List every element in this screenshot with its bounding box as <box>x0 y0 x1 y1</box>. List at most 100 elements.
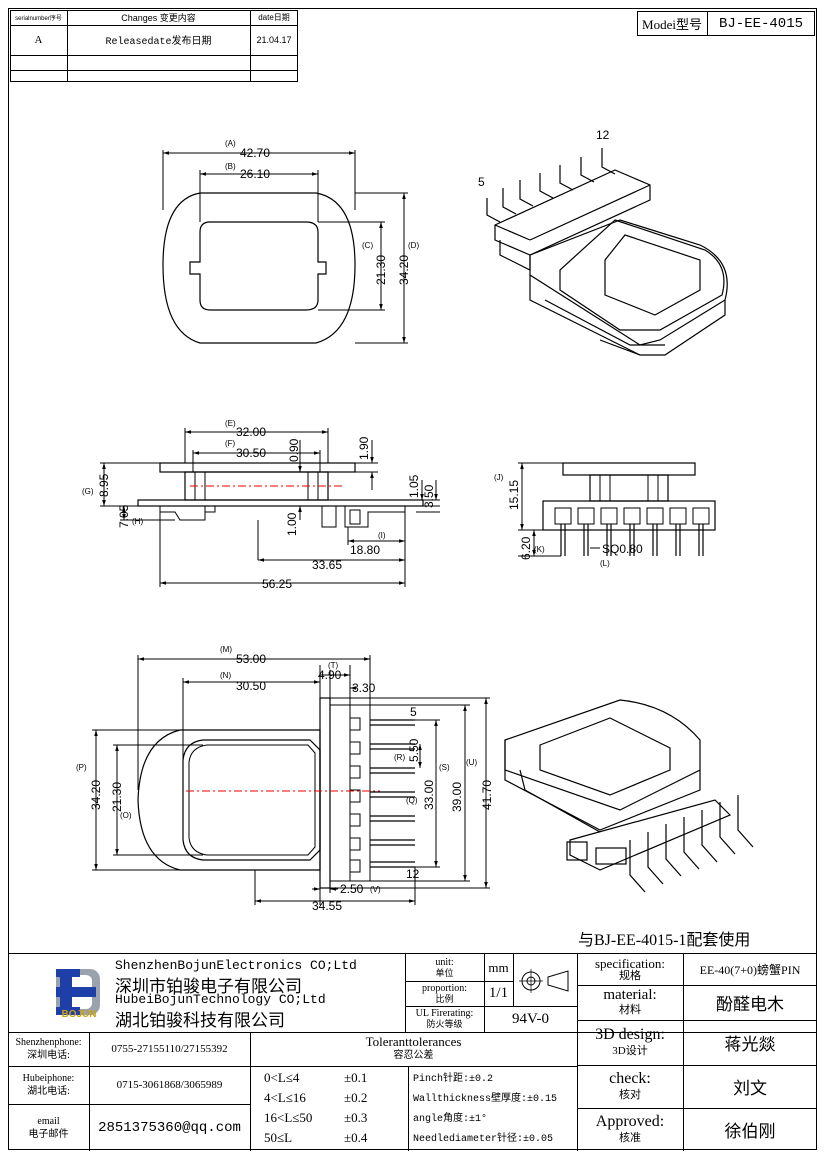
dim-J-label: (J) <box>494 473 504 482</box>
dim-K-label: (K) <box>534 545 545 554</box>
technical-drawing: (A) 42.70 (B) 26.10 (C) 21.30 (D) 34.20 … <box>76 128 754 913</box>
dim-F-value: 30.50 <box>236 446 266 460</box>
dim-U-label: (U) <box>466 758 477 767</box>
dim-G-label: (G) <box>82 487 94 496</box>
dim-3455: 34.55 <box>312 899 342 913</box>
dim-O-label: (O) <box>120 811 132 820</box>
company-cn-2: 湖北铂骏科技有限公司 <box>115 1011 285 1030</box>
dim-090: 0.90 <box>287 438 301 462</box>
dim-N-value: 30.50 <box>236 679 266 693</box>
proportion-label-en: proportion: <box>422 982 467 994</box>
proportion-label-cn: 比例 <box>435 993 454 1004</box>
spec-label: specification: 规格 <box>577 954 683 985</box>
dim-Q-label: (Q) <box>406 796 418 805</box>
needle-tolerance: Needlediameter针径:±0.05 <box>413 1134 554 1145</box>
tolerance-notes: Pinch针距:±0.2 Wallthickness壁厚度:±0.15 angl… <box>413 1070 576 1150</box>
dim-P-value: 34.20 <box>89 780 103 810</box>
dim-I-value: 18.80 <box>350 543 380 557</box>
drawing-frame <box>8 8 817 1150</box>
dim-D-value: 34.20 <box>397 255 411 285</box>
unit-value: mm <box>488 959 509 975</box>
tolerance-range: 16<L≤50 <box>264 1110 313 1125</box>
approved-label-cn: 核准 <box>619 1131 641 1144</box>
tolerance-value: ±0.1 <box>344 1070 368 1085</box>
tolerance-row: 0<L≤4 ±0.1 <box>264 1070 404 1090</box>
model-box: Modei型号 BJ-EE-4015 <box>637 11 815 36</box>
company-en-1: ShenzhenBojunElectronics CO;Ltd <box>115 958 357 973</box>
shenzhen-phone-label-en: Shenzhenphone: <box>15 1037 82 1048</box>
dim-N-label: (N) <box>220 671 231 680</box>
material-label-en: material: <box>603 986 657 1003</box>
dim-T-label: (T) <box>328 661 339 670</box>
dim-O-value: 21.30 <box>110 782 124 812</box>
spec-value: EE-40(7+0)螃蟹PIN <box>699 963 801 977</box>
dim-C-value: 21.30 <box>374 255 388 285</box>
rev-header-serial: serialnumber序号 <box>15 16 62 22</box>
dim-B-label: (B) <box>225 162 236 171</box>
tolerance-row: 4<L≤16 ±0.2 <box>264 1090 404 1110</box>
dim-C-label: (C) <box>362 241 373 250</box>
ul-label-en: UL Firerating: <box>415 1008 474 1019</box>
dim-U-value: 39.00 <box>450 782 464 812</box>
dim-E-value: 32.00 <box>236 425 266 439</box>
bottom-pin-5: 5 <box>410 705 417 719</box>
tolerance-range: 50≤L <box>264 1130 293 1145</box>
dim-190: 1.90 <box>357 436 371 460</box>
iso-bottom-view <box>504 699 754 893</box>
tolerance-value: ±0.4 <box>344 1130 368 1145</box>
shenzhen-phone-label-cn: 深圳电话: <box>27 1050 70 1061</box>
top-view <box>162 150 408 344</box>
unit-label: unit: 单位 <box>405 954 484 981</box>
dim-B-value: 26.10 <box>240 167 270 181</box>
dim-F-label: (F) <box>225 439 236 448</box>
tolerance-row: 50≤L ±0.4 <box>264 1130 404 1150</box>
dim-105: 1.05 <box>407 474 421 498</box>
proportion-value: 1/1 <box>488 985 509 1001</box>
dim-E-label: (E) <box>225 419 236 428</box>
ul-label-cn: 防火等级 <box>426 1019 463 1029</box>
rev-row-changes: Releasedate发布日期 <box>105 37 212 48</box>
proportion-label: proportion: 比例 <box>405 981 484 1006</box>
company-cn-1: 深圳市铂骏电子有限公司 <box>115 977 302 996</box>
material-label: material: 材料 <box>577 985 683 1020</box>
dim-D-label: (D) <box>408 241 419 250</box>
design-label: 3D design: 3D设计 <box>577 1020 683 1065</box>
hubei-phone-value: 0715-3061868/3065989 <box>116 1079 223 1091</box>
dim-4170: 41.70 <box>480 780 494 810</box>
approved-label: Approved: 核准 <box>577 1108 683 1151</box>
approved-label-en: Approved: <box>595 1112 665 1130</box>
dim-G-value: 8.95 <box>97 473 111 497</box>
dim-T-value: 4.90 <box>318 668 342 682</box>
dim-R-value: 5.50 <box>407 738 421 762</box>
check-label: check: 核对 <box>577 1065 683 1108</box>
revision-table: serialnumber序号 Changes 变更内容 date日期 A Rel… <box>10 10 298 82</box>
bottom-view <box>92 655 490 905</box>
email-label-cn: 电子邮件 <box>28 1128 69 1140</box>
email-label: email 电子邮件 <box>8 1104 89 1151</box>
email-label-en: email <box>37 1115 60 1127</box>
dim-5625: 56.25 <box>262 577 292 591</box>
tolerance-table: 0<L≤4 ±0.1 4<L≤16 ±0.2 16<L≤50 ±0.3 50≤L… <box>264 1070 404 1150</box>
check-value: 刘文 <box>733 1079 767 1098</box>
tolerance-row: 16<L≤50 ±0.3 <box>264 1110 404 1130</box>
shenzhen-phone-label: Shenzhenphone: 深圳电话: <box>8 1032 89 1066</box>
hubei-phone-label-cn: 湖北电话: <box>27 1086 70 1097</box>
material-label-cn: 材料 <box>619 1003 641 1016</box>
dim-A-value: 42.70 <box>240 146 270 160</box>
logo-text: BOJUN <box>61 1009 97 1020</box>
rev-header-date: date日期 <box>258 13 290 22</box>
email-value[interactable]: 2851375360@qq.com <box>98 1119 241 1136</box>
tolerance-title-cn: 容忍公差 <box>393 1050 434 1061</box>
spec-label-cn: 规格 <box>619 969 641 982</box>
tolerance-value: ±0.2 <box>344 1090 368 1105</box>
design-label-cn: 3D设计 <box>612 1044 648 1057</box>
dim-S-value: 33.00 <box>422 780 436 810</box>
dim-A-label: (A) <box>225 139 236 148</box>
design-value: 蒋光燚 <box>724 1035 776 1054</box>
iso-pin-12: 12 <box>596 128 610 142</box>
drawing-note: 与BJ-EE-4015-1配套使用 <box>578 932 751 949</box>
tolerance-title-en: Toleranttolerances <box>365 1034 462 1049</box>
bojun-logo-icon <box>56 969 100 1015</box>
dim-V-label: (V) <box>370 885 381 894</box>
rev-header-changes: Changes 变更内容 <box>121 13 196 23</box>
